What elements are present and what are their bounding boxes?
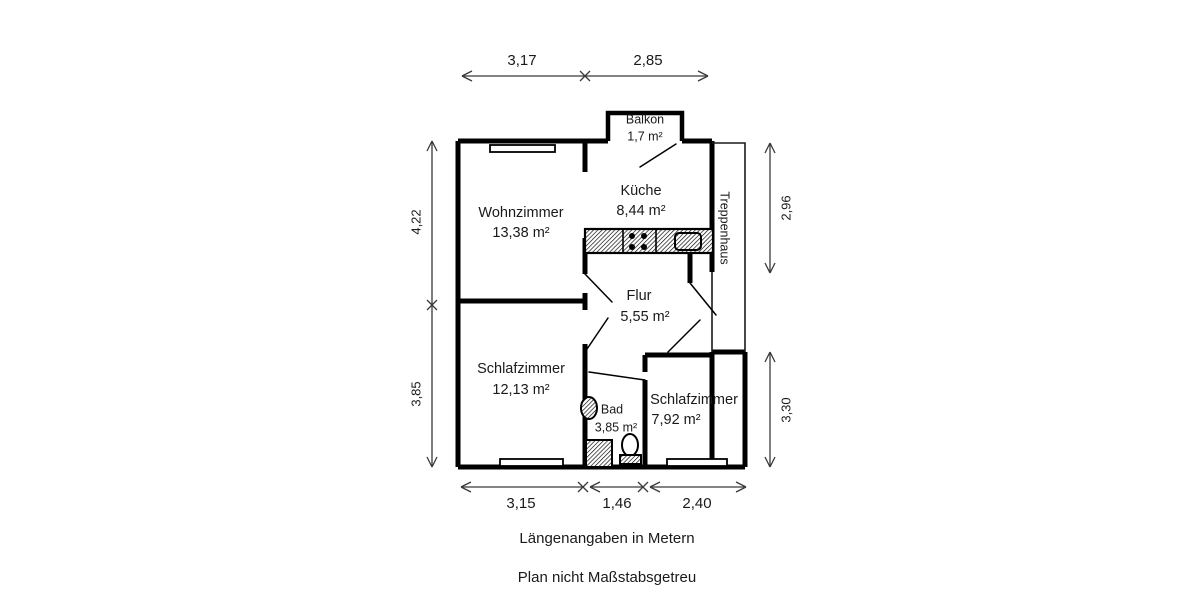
- room-label-balkon-name: Balkon: [626, 112, 664, 126]
- bathroom-fixtures: [580, 396, 642, 468]
- door-flur-schlafzimmer-gross: [584, 317, 609, 353]
- room-label-schlafzimmer-klein-area: 7,92 m²: [651, 412, 700, 428]
- room-label-wohnzimmer-area: 13,38 m²: [492, 225, 549, 241]
- room-label-wohnzimmer-name: Wohnzimmer: [478, 205, 563, 221]
- window-schlafzimmer-klein-bottom: [666, 458, 728, 467]
- room-label-schlafzimmer-klein-name: Schlafzimmer: [650, 392, 738, 408]
- dimension-bottom-1: 3,15: [506, 495, 535, 512]
- room-label-flur-name: Flur: [627, 288, 652, 304]
- room-label-kueche-area: 8,44 m²: [616, 203, 665, 219]
- door-entrance: [667, 319, 701, 353]
- kitchen-counter: [583, 227, 715, 255]
- room-label-treppenhaus: Treppenhaus: [718, 191, 732, 264]
- dimension-bottom-3: 2,40: [682, 495, 711, 512]
- dimension-top-1: 3,17: [507, 52, 536, 69]
- dimension-right: 2,96 3,30: [764, 142, 793, 468]
- room-label-schlafzimmer-gross-area: 12,13 m²: [492, 382, 549, 398]
- room-labels: Wohnzimmer 13,38 m² Küche 8,44 m² Flur 5…: [477, 183, 738, 434]
- dimension-bottom: 3,15 1,46 2,40: [460, 481, 747, 512]
- room-label-bad-name: Bad: [601, 402, 623, 416]
- dimension-left: 4,22 3,85: [408, 140, 438, 468]
- shower-tray: [585, 439, 613, 468]
- washbasin: [580, 396, 598, 420]
- dimension-right-1: 2,96: [778, 195, 793, 220]
- room-label-kueche-name: Küche: [620, 183, 661, 199]
- note-units: Längenangaben in Metern: [519, 530, 694, 547]
- dimension-bottom-2: 1,46: [602, 495, 631, 512]
- kitchen-sink: [674, 232, 702, 251]
- door-bad: [588, 371, 646, 381]
- door-balkon: [639, 143, 677, 168]
- room-balkon: Balkon 1,7 m²: [605, 110, 685, 143]
- dimension-left-2: 3,85: [408, 381, 423, 406]
- door-swings: [584, 143, 717, 381]
- window-schlafzimmer-gross-bottom: [499, 458, 564, 467]
- door-wohnzimmer-kueche: [584, 273, 613, 303]
- room-label-bad-area: 3,85 m²: [595, 420, 637, 434]
- dimension-top-2: 2,85: [633, 52, 662, 69]
- toilet: [619, 433, 642, 465]
- room-treppenhaus: Treppenhaus: [711, 142, 746, 352]
- plan-notes: Längenangaben in Metern Plan nicht Maßst…: [518, 530, 696, 586]
- dimension-left-1: 4,22: [408, 209, 423, 234]
- door-schlafzimmer-klein: [689, 282, 717, 316]
- window-wohnzimmer-top: [489, 144, 556, 153]
- dimension-top: 3,17 2,85: [461, 52, 709, 82]
- stove-four-burner: [629, 233, 647, 250]
- room-label-balkon-area: 1,7 m²: [627, 129, 662, 143]
- room-label-schlafzimmer-gross-name: Schlafzimmer: [477, 361, 565, 377]
- dimension-right-2: 3,30: [778, 397, 793, 422]
- note-not-to-scale: Plan nicht Maßstabsgetreu: [518, 569, 696, 586]
- room-label-flur-area: 5,55 m²: [620, 309, 669, 325]
- windows: [489, 144, 728, 467]
